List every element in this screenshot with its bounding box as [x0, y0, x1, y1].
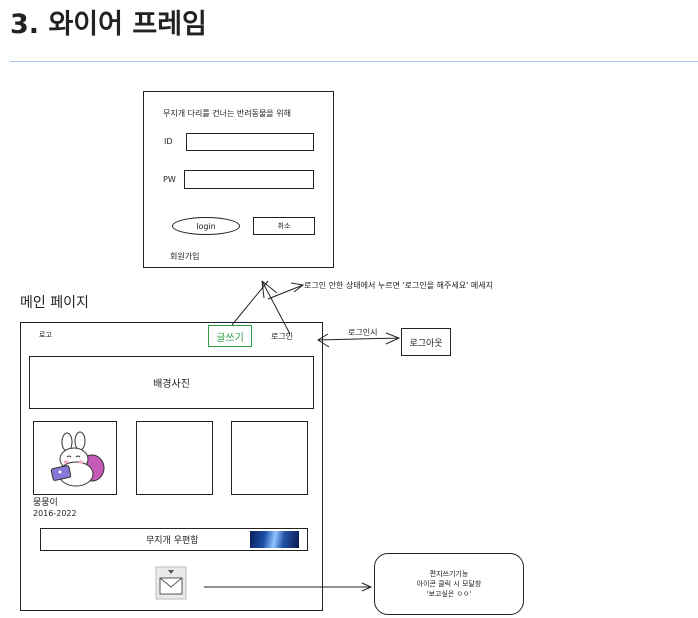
main-page-label: 메인 페이지 — [20, 295, 89, 311]
letter-feature-line-3: '보고싶은 ㅇㅇ' — [426, 590, 472, 598]
logo: 로고 — [39, 331, 52, 339]
pw-label: PW — [163, 175, 176, 184]
envelope-icon[interactable] — [155, 566, 187, 600]
rainbow-postbox-label: 무지개 우편함 — [146, 536, 199, 546]
pet-years: 2016-2022 — [33, 509, 77, 518]
heading-divider — [10, 61, 698, 62]
pw-input[interactable] — [184, 170, 314, 189]
page-heading: 3. 와이어 프레임 — [10, 9, 207, 40]
pet-card-3[interactable] — [231, 421, 308, 495]
logout-box: 로그아웃 — [401, 328, 451, 356]
pet-card-2[interactable] — [136, 421, 213, 495]
login-button[interactable]: login — [172, 217, 240, 235]
login-notice-annotation: 로그인 안한 상태에서 누르면 '로그인을 해주세요' 메세지 — [304, 281, 493, 290]
letter-feature-line-1: 편지쓰기기능 — [429, 570, 469, 578]
cancel-button[interactable]: 취소 — [253, 217, 315, 235]
id-input[interactable] — [186, 133, 314, 151]
rainbow-postbox-bar[interactable] — [40, 528, 308, 551]
id-label: ID — [164, 137, 173, 146]
login-link[interactable]: 로그인 — [271, 332, 294, 341]
pet-name: 뭉뭉이 — [33, 498, 58, 508]
after-login-label: 로그인시 — [348, 328, 378, 337]
background-photo: 배경사진 — [29, 356, 314, 409]
write-button[interactable]: 글쓰기 — [208, 325, 252, 347]
letter-feature-bubble: 편지쓰기기능 아이콘 클릭 시 모달창 '보고싶은 ㅇㅇ' — [374, 553, 524, 615]
pet-card-1[interactable] — [33, 421, 117, 495]
letter-feature-line-2: 아이콘 클릭 시 모달창 — [416, 580, 482, 588]
bunny-laptop-icon — [50, 431, 105, 487]
login-frame-title: 무지개 다리를 건너는 반려동물을 위해 — [163, 109, 291, 118]
signup-link[interactable]: 회원가입 — [170, 252, 200, 261]
galaxy-image-icon — [250, 531, 299, 548]
